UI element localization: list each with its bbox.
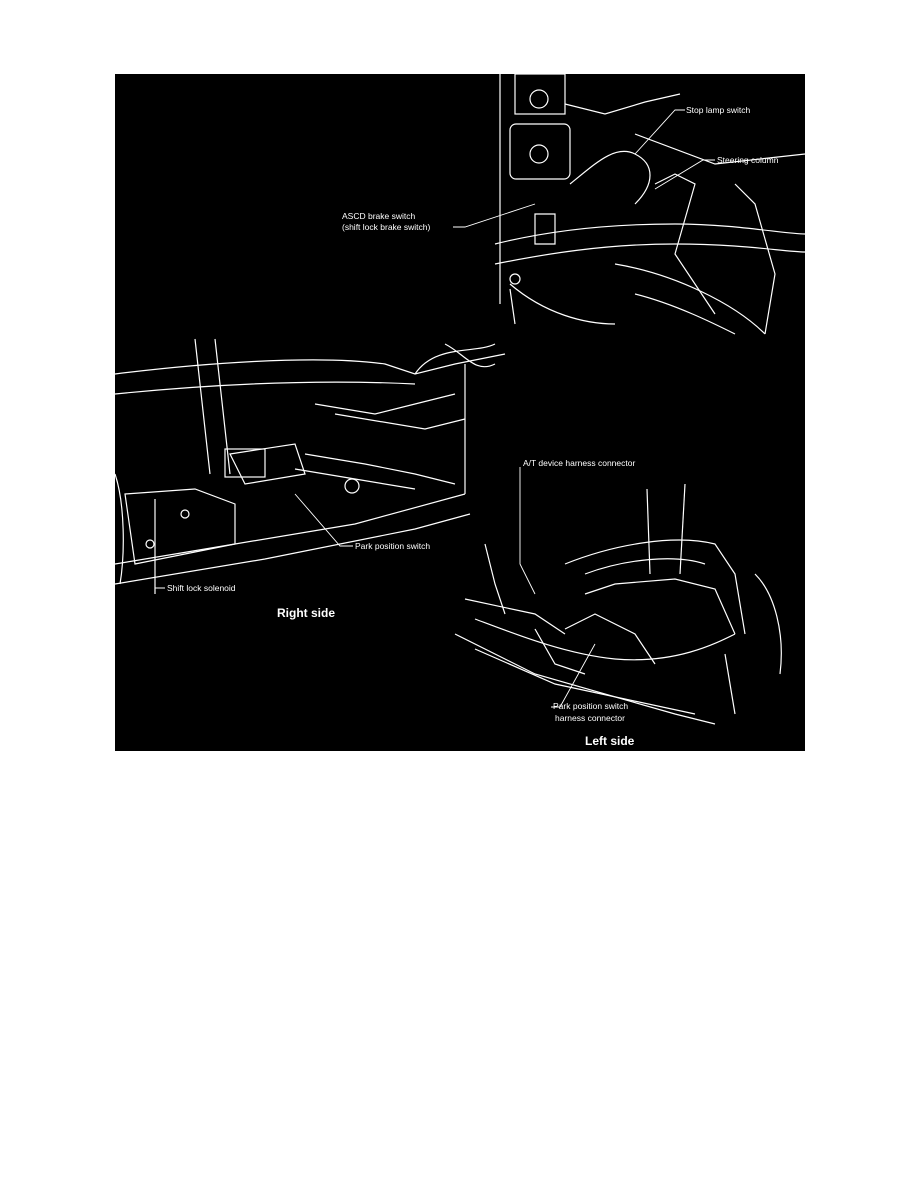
label-ascd-brake-switch: ASCD brake switch [342,211,416,221]
caption-left-side: Left side [585,734,635,748]
label-park-switch-harness-connector-sub: harness connector [555,713,625,723]
brake-pedal-illustration [494,74,805,335]
label-steering-column: Steering column [717,155,779,165]
caption-right-side: Right side [277,606,336,620]
line-art [115,74,805,725]
label-park-switch-harness-connector: Park position switch [553,701,629,711]
label-park-position-switch: Park position switch [355,541,431,551]
label-at-device-harness-connector: A/T device harness connector [523,458,636,468]
right-side-illustration [115,338,506,594]
label-ascd-brake-switch-sub: (shift lock brake switch) [342,222,431,232]
component-location-diagram: Stop lamp switch Steering column ASCD br… [115,74,805,751]
label-shift-lock-solenoid: Shift lock solenoid [167,583,236,593]
leader-lines [154,109,715,708]
left-side-illustration [454,483,782,725]
label-stop-lamp-switch: Stop lamp switch [686,105,751,115]
